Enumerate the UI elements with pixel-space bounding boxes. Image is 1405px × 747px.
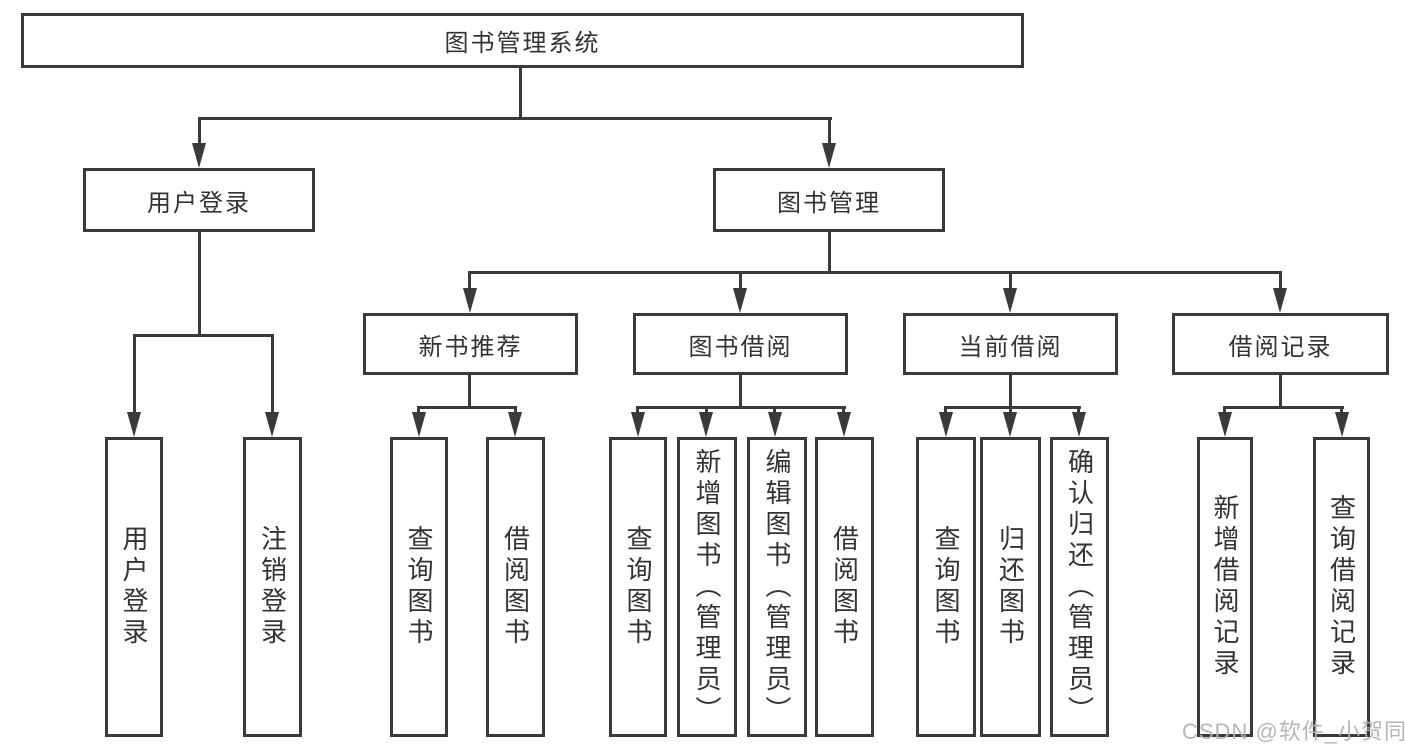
connector-rail-user-login	[133, 334, 274, 337]
connector-stem-borrowing-records	[1279, 375, 1282, 409]
node-label: 新增借阅记录	[1210, 494, 1240, 680]
node-label: 查询图书	[931, 525, 961, 649]
connector-stem-new-book	[468, 375, 471, 409]
connector-rail-borrowing-records	[1223, 406, 1344, 409]
node-edit-books-admin: 编辑图书（管理员）	[747, 437, 807, 737]
node-book-management: 图书管理	[713, 168, 945, 232]
connector-drop	[1009, 406, 1012, 416]
connector-stem-book-borrowing	[739, 375, 742, 409]
connector-drop	[198, 117, 201, 147]
node-label: 新书推荐	[418, 333, 523, 361]
node-query-books-current: 查询图书	[916, 437, 976, 737]
node-query-books-recommend: 查询图书	[390, 437, 448, 737]
connector-rail-root	[198, 117, 832, 120]
node-query-books-borrowing: 查询图书	[609, 437, 667, 737]
node-new-book-recommend: 新书推荐	[363, 313, 578, 375]
arrow-down-icon	[1335, 412, 1349, 437]
connector-drop	[514, 406, 517, 416]
node-label: 借阅记录	[1228, 333, 1333, 361]
connector-drop	[944, 406, 947, 416]
node-label: 编辑图书（管理员）	[762, 447, 792, 727]
node-label: 图书管理系统	[444, 30, 601, 57]
connector-drop	[1077, 406, 1080, 416]
arrow-down-icon	[822, 143, 836, 168]
node-label: 图书借阅	[688, 333, 793, 361]
node-label: 查询图书	[623, 525, 653, 649]
arrow-down-icon	[939, 412, 953, 437]
node-label: 图书管理	[777, 189, 881, 217]
node-label: 归还图书	[995, 525, 1026, 649]
connector-stem-book-management	[828, 232, 831, 274]
node-current-borrowing: 当前借阅	[903, 313, 1118, 375]
arrow-down-icon	[1072, 412, 1086, 437]
node-confirm-return-admin: 确认归还（管理员）	[1050, 437, 1109, 737]
node-user-login-leaf: 用户登录	[105, 437, 163, 737]
node-query-borrow-record: 查询借阅记录	[1313, 437, 1370, 737]
connector-drop	[1009, 271, 1012, 291]
arrow-down-icon	[192, 143, 206, 168]
arrow-down-icon	[1003, 412, 1017, 437]
node-logout: 注销登录	[243, 437, 302, 737]
connector-stem-current-borrowing	[1009, 375, 1012, 409]
connector-drop	[773, 406, 776, 416]
node-add-books-admin: 新增图书（管理员）	[677, 437, 737, 737]
arrow-down-icon	[1218, 412, 1232, 437]
connector-drop	[468, 271, 471, 291]
node-label: 确认归还（管理员）	[1064, 447, 1095, 727]
connector-drop	[828, 117, 831, 147]
node-label: 新增图书（管理员）	[692, 447, 722, 727]
connector-drop	[705, 406, 708, 416]
arrow-down-icon	[768, 412, 782, 437]
node-library-management-system: 图书管理系统	[21, 13, 1024, 68]
node-label: 当前借阅	[958, 333, 1063, 361]
connector-stem-user-login	[198, 232, 201, 337]
connector-rail-book-management	[468, 271, 1282, 274]
connector-drop	[739, 271, 742, 291]
arrow-down-icon	[508, 412, 522, 437]
node-label: 查询图书	[404, 525, 434, 649]
arrow-down-icon	[463, 288, 477, 313]
node-borrow-books-recommend: 借阅图书	[486, 437, 545, 737]
node-label: 借阅图书	[829, 525, 860, 649]
node-label: 查询借阅记录	[1326, 494, 1357, 680]
arrow-down-icon	[1273, 288, 1287, 313]
node-borrow-books: 借阅图书	[815, 437, 874, 737]
connector-drop	[271, 334, 274, 416]
arrow-down-icon	[412, 412, 426, 437]
node-label: 注销登录	[257, 525, 288, 649]
arrow-down-icon	[631, 412, 645, 437]
arrow-down-icon	[837, 412, 851, 437]
connector-stem-root	[519, 68, 522, 120]
node-label: 借阅图书	[500, 525, 531, 649]
connector-drop	[1340, 406, 1343, 416]
node-user-login: 用户登录	[83, 168, 315, 232]
connector-rail-current-borrowing	[944, 406, 1081, 409]
connector-rail-book-borrowing	[636, 406, 846, 409]
node-borrowing-records: 借阅记录	[1172, 313, 1389, 375]
arrow-down-icon	[127, 412, 141, 437]
node-add-borrow-record: 新增借阅记录	[1197, 437, 1253, 737]
csdn-watermark: CSDN @软件_小贺同学	[1182, 719, 1405, 744]
connector-rail-new-book	[417, 406, 517, 409]
node-label: 用户登录	[147, 189, 251, 217]
arrow-down-icon	[699, 412, 713, 437]
node-label: 用户登录	[119, 525, 149, 649]
arrow-down-icon	[733, 288, 747, 313]
arrow-down-icon	[265, 412, 279, 437]
node-return-books: 归还图书	[980, 437, 1041, 737]
connector-drop	[417, 406, 420, 416]
connector-drop	[133, 334, 136, 416]
connector-drop	[1223, 406, 1226, 416]
connector-drop	[636, 406, 639, 416]
connector-drop	[1279, 271, 1282, 291]
node-book-borrowing: 图书借阅	[633, 313, 848, 375]
arrow-down-icon	[1003, 288, 1017, 313]
connector-drop	[842, 406, 845, 416]
